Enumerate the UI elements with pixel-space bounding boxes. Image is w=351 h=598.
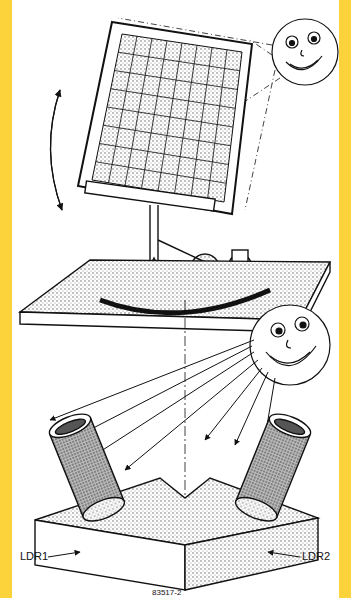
panel-grid-line [191, 48, 212, 197]
panel-grid-line [208, 50, 228, 200]
sensor-label: LDR1 [20, 550, 48, 562]
panel-grid-line [175, 45, 198, 194]
panel-grid-line [103, 125, 231, 146]
ldr-tube [232, 409, 313, 526]
solar-panel [78, 22, 252, 214]
tilt-arrow [50, 90, 62, 210]
leader-arrow [48, 552, 80, 557]
sun-face [272, 19, 338, 85]
panel-grid-line [100, 144, 229, 165]
sensor-label: LDR2 [302, 550, 330, 562]
panel-grid-line [96, 162, 227, 184]
ldr-tube [46, 409, 127, 526]
leader-arrow [268, 552, 300, 557]
axis-line [185, 300, 186, 505]
figure-number: 83517-2 [152, 588, 181, 597]
panel-grid-line [107, 107, 233, 127]
sun-face [250, 305, 330, 385]
tilt-arrow [50, 90, 62, 210]
